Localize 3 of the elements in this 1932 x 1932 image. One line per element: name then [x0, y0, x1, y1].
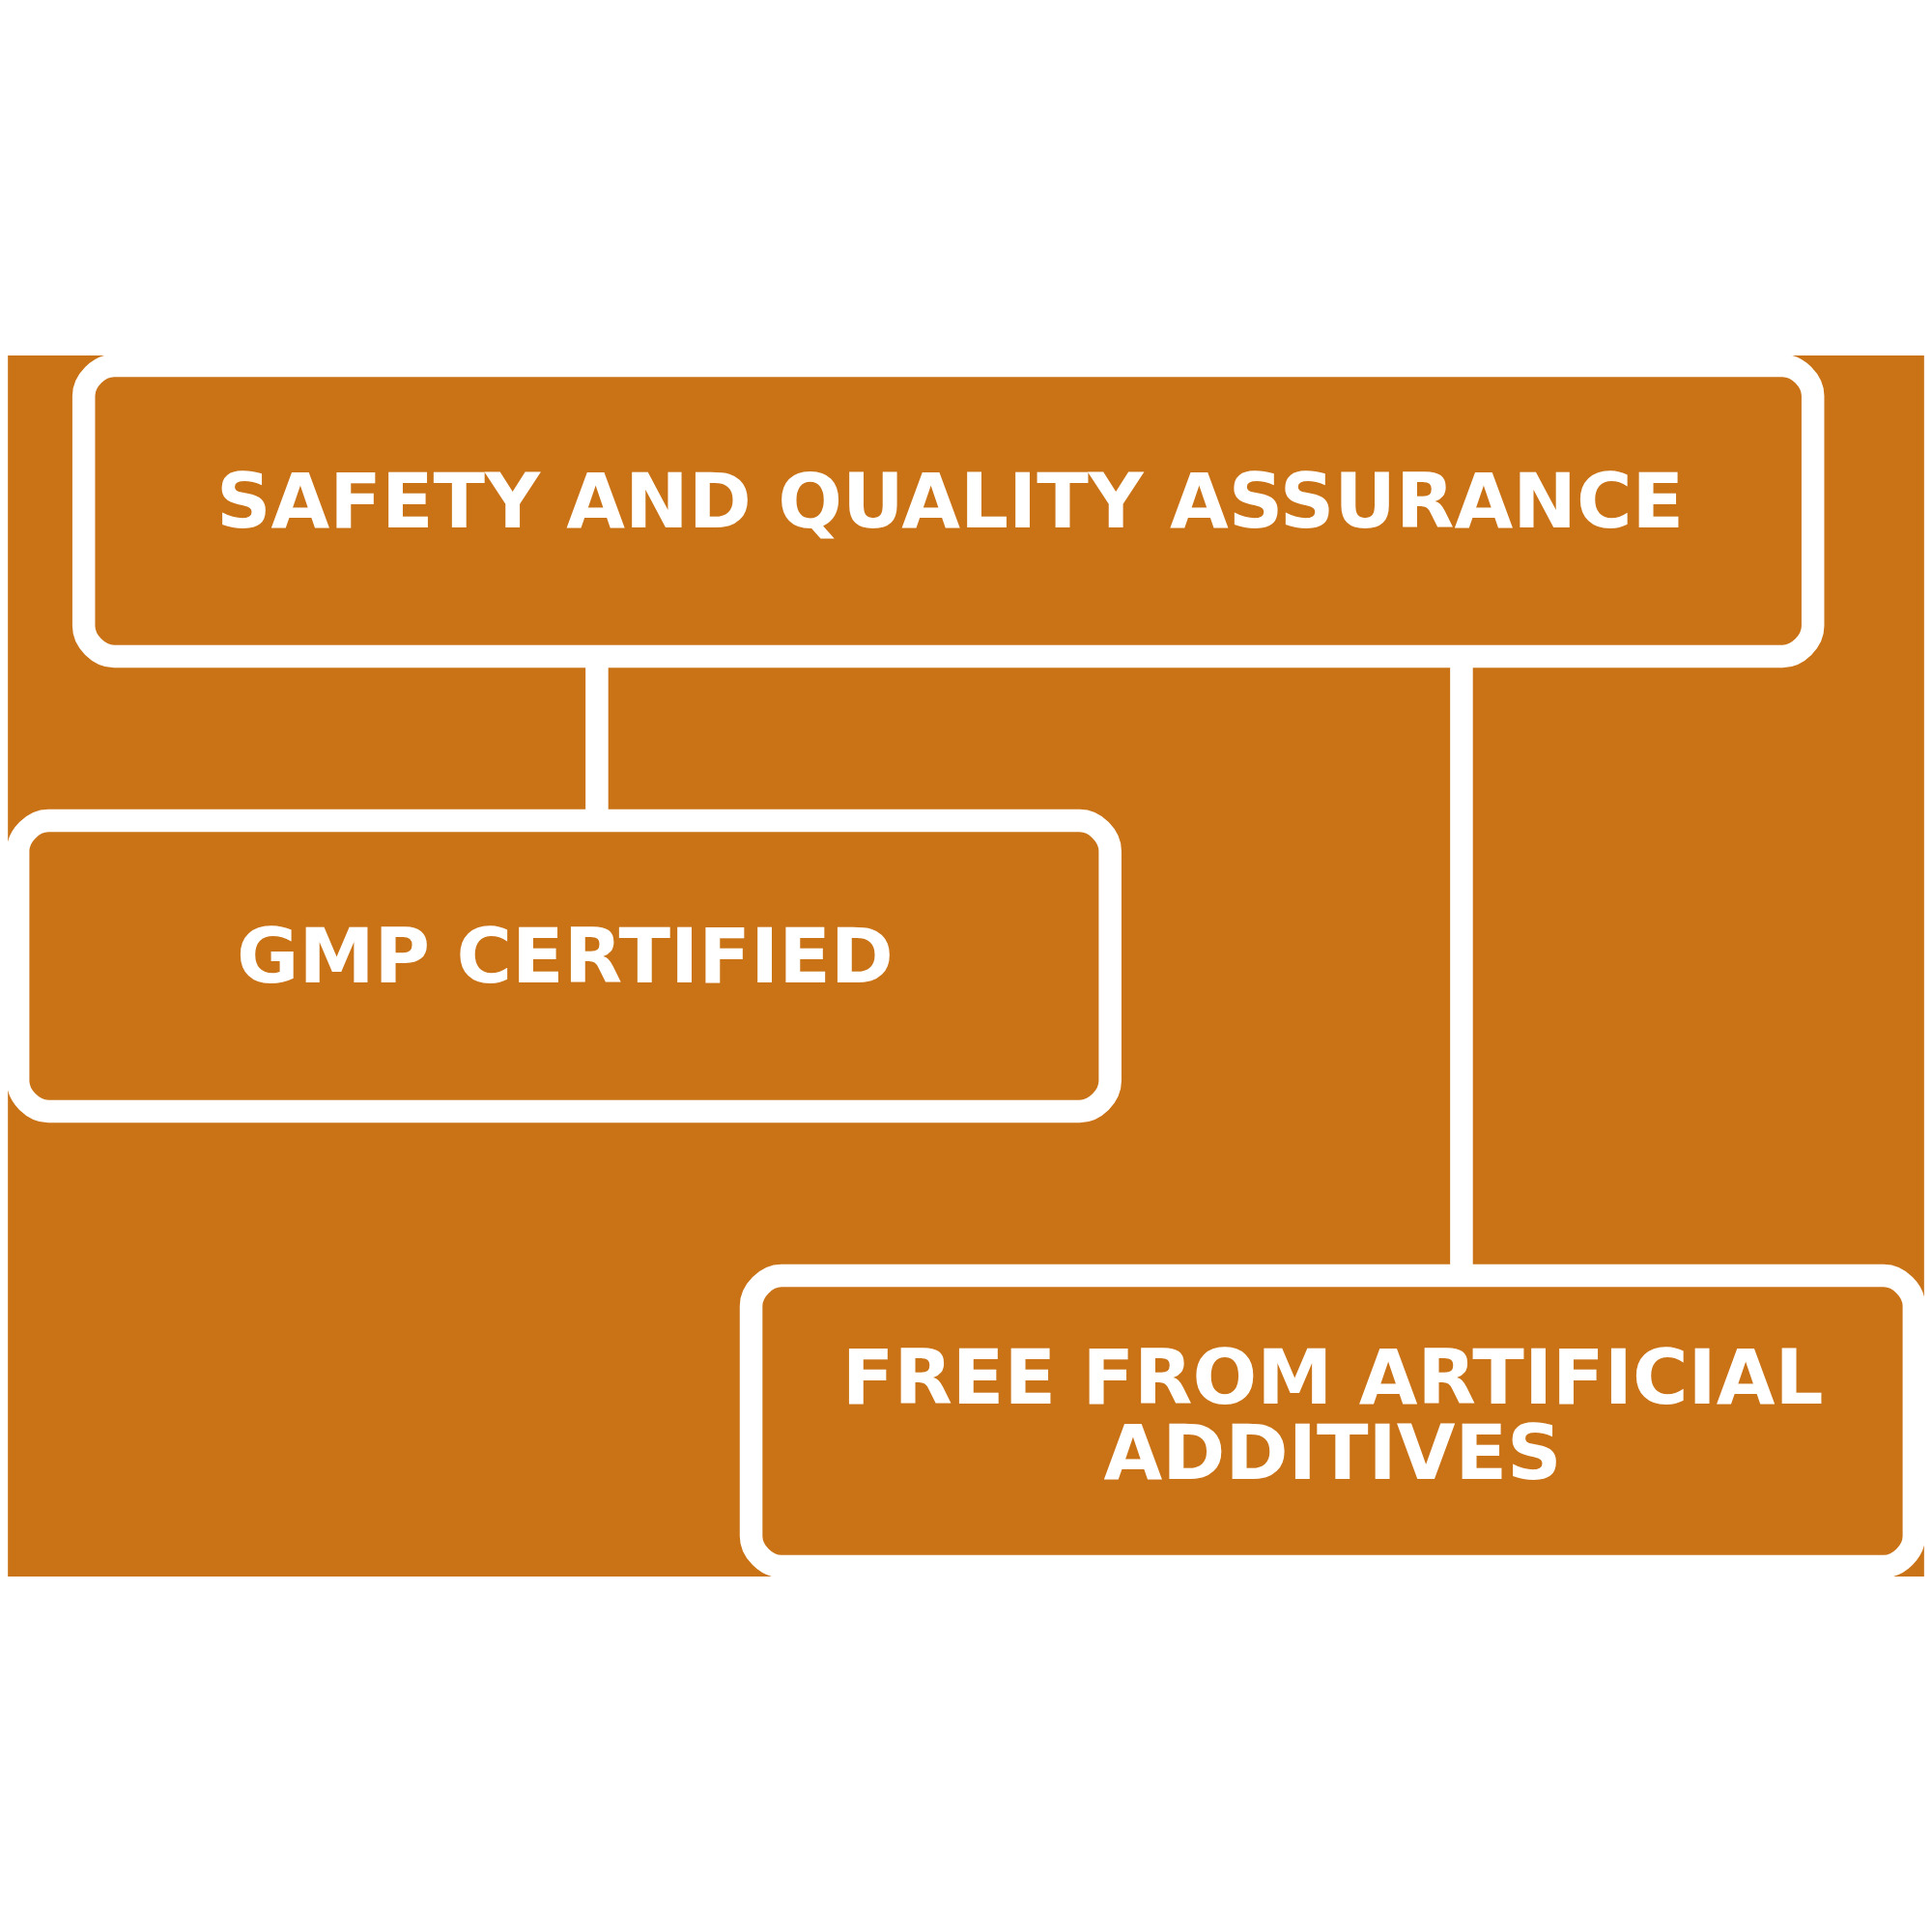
node-box: GMP CERTIFIED [8, 809, 1122, 1123]
node-box: FREE FROM ARTIFICIAL ADDITIVES [739, 1264, 1924, 1577]
node-box: SAFETY AND QUALITY ASSURANCE [71, 355, 1825, 668]
